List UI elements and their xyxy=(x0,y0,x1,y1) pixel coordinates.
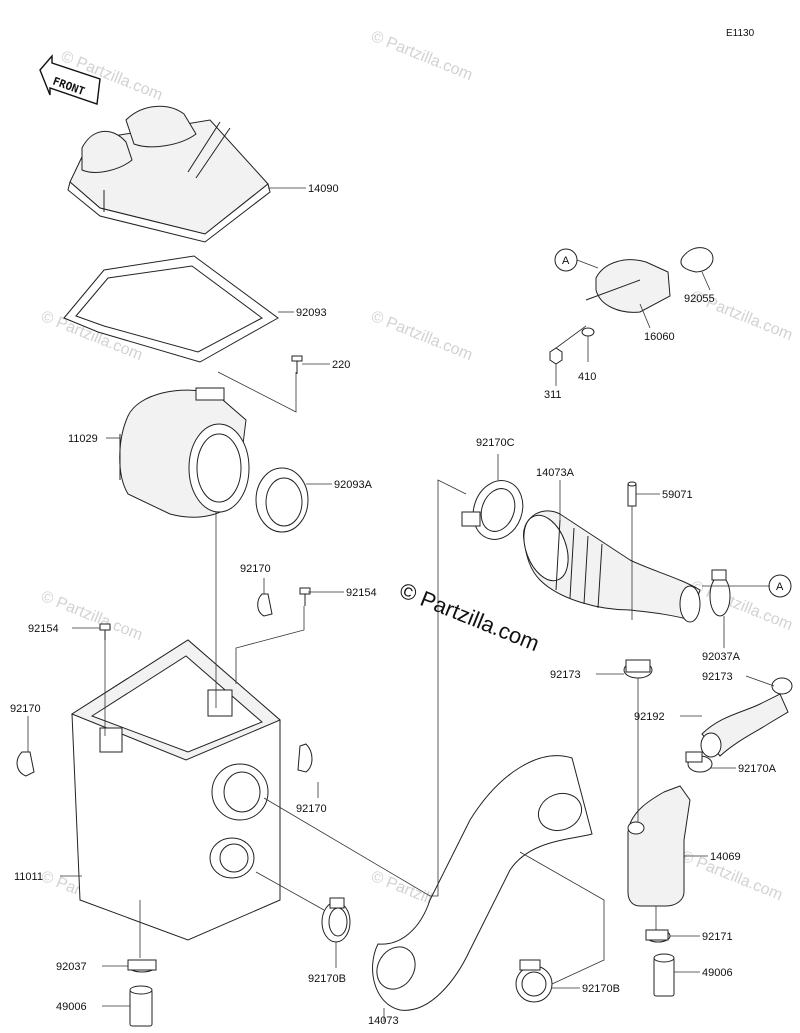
label-59071[interactable]: 59071 xyxy=(662,489,693,501)
part-labels: 14090 92093 220 11029 92093A 92170 92154… xyxy=(10,183,777,1027)
watermark-center: © Partzilla.com xyxy=(396,577,543,656)
callout-circle-a-upper: A xyxy=(554,248,578,272)
part-11029-air-filter[interactable] xyxy=(119,387,250,518)
watermark-text: © Partzilla.com xyxy=(39,588,145,644)
part-410-washer[interactable] xyxy=(581,327,595,337)
part-92037-clamp[interactable] xyxy=(127,959,157,973)
part-92170-clip-left[interactable] xyxy=(16,751,35,777)
label-92173-left[interactable]: 92173 xyxy=(550,669,581,681)
part-49006-drain-tube-right[interactable] xyxy=(653,953,675,997)
part-14069-resonator[interactable] xyxy=(627,785,691,907)
part-92173-clamp-right[interactable] xyxy=(771,677,793,695)
part-92093-gasket[interactable] xyxy=(63,255,279,363)
part-220-screw[interactable] xyxy=(291,355,303,374)
watermark-text: © Partzilla.com xyxy=(369,28,475,84)
label-92093A[interactable]: 92093A xyxy=(334,479,373,491)
label-92170C[interactable]: 92170C xyxy=(476,437,515,449)
label-92154-right[interactable]: 92154 xyxy=(346,587,377,599)
label-311[interactable]: 311 xyxy=(544,389,562,401)
label-14069[interactable]: 14069 xyxy=(710,851,741,863)
part-92170C-clamp[interactable] xyxy=(461,474,531,547)
label-92170-right[interactable]: 92170 xyxy=(296,803,327,815)
part-92170B-clamp-center[interactable] xyxy=(321,897,351,943)
part-92192-hose[interactable] xyxy=(700,693,789,758)
part-92037A-clamp[interactable] xyxy=(709,569,731,617)
part-92170-clip-upper[interactable] xyxy=(257,593,273,617)
label-92170-left[interactable]: 92170 xyxy=(10,703,41,715)
label-92170-upper[interactable]: 92170 xyxy=(240,563,271,575)
label-92170B-center[interactable]: 92170B xyxy=(308,973,346,985)
label-92037[interactable]: 92037 xyxy=(56,961,87,973)
label-49006-right[interactable]: 49006 xyxy=(702,967,733,979)
label-92170B-bottom[interactable]: 92170B xyxy=(582,983,620,995)
part-49006-drain-tube-left[interactable] xyxy=(129,985,153,1027)
label-92037A[interactable]: 92037A xyxy=(702,651,741,663)
watermark-text: © Partzilla.com xyxy=(369,308,475,364)
label-92173-right[interactable]: 92173 xyxy=(702,671,733,683)
callout-letter: A xyxy=(776,581,784,593)
leader-lines xyxy=(27,187,775,1022)
diagram-code: E1130 xyxy=(726,28,755,39)
label-92154-left[interactable]: 92154 xyxy=(28,623,59,635)
label-11011[interactable]: 11011 xyxy=(14,871,43,883)
part-92170-clip-right[interactable] xyxy=(297,743,313,773)
part-14090-airbox-cover[interactable] xyxy=(67,105,271,243)
part-92154-bolt-right[interactable] xyxy=(299,587,311,606)
label-14090[interactable]: 14090 xyxy=(308,183,339,195)
callout-circle-a-right: A xyxy=(768,574,792,598)
label-14073[interactable]: 14073 xyxy=(368,1015,399,1027)
part-92171-clamp[interactable] xyxy=(645,929,671,943)
part-11011-airbox-case[interactable] xyxy=(70,639,281,941)
part-311-nut[interactable] xyxy=(549,347,563,365)
label-410[interactable]: 410 xyxy=(578,371,596,383)
label-14073A[interactable]: 14073A xyxy=(536,467,575,479)
part-92055-o-ring[interactable] xyxy=(680,247,714,273)
label-92171[interactable]: 92171 xyxy=(702,931,733,943)
part-16060-throttle-body[interactable] xyxy=(585,259,671,313)
part-92154-bolt-left[interactable] xyxy=(99,623,111,640)
label-92170A[interactable]: 92170A xyxy=(738,763,777,775)
callout-letter: A xyxy=(562,255,570,267)
part-92170B-clamp-bottom[interactable] xyxy=(515,959,553,1003)
label-92192[interactable]: 92192 xyxy=(634,711,665,723)
label-11029[interactable]: 11029 xyxy=(68,433,98,445)
label-92093[interactable]: 92093 xyxy=(296,307,327,319)
part-59071-fitting[interactable] xyxy=(627,481,637,507)
label-49006-left[interactable]: 49006 xyxy=(56,1001,87,1013)
part-92093A-seal-ring[interactable] xyxy=(255,467,309,533)
label-92055[interactable]: 92055 xyxy=(684,293,715,305)
part-92170A-clamp[interactable] xyxy=(685,751,713,773)
part-14073-intake-duct[interactable] xyxy=(369,755,593,1011)
part-92173-clamp-left[interactable] xyxy=(623,659,653,679)
label-16060[interactable]: 16060 xyxy=(644,331,675,343)
label-220[interactable]: 220 xyxy=(332,359,350,371)
part-14073A-intake-bellows[interactable] xyxy=(516,509,701,623)
